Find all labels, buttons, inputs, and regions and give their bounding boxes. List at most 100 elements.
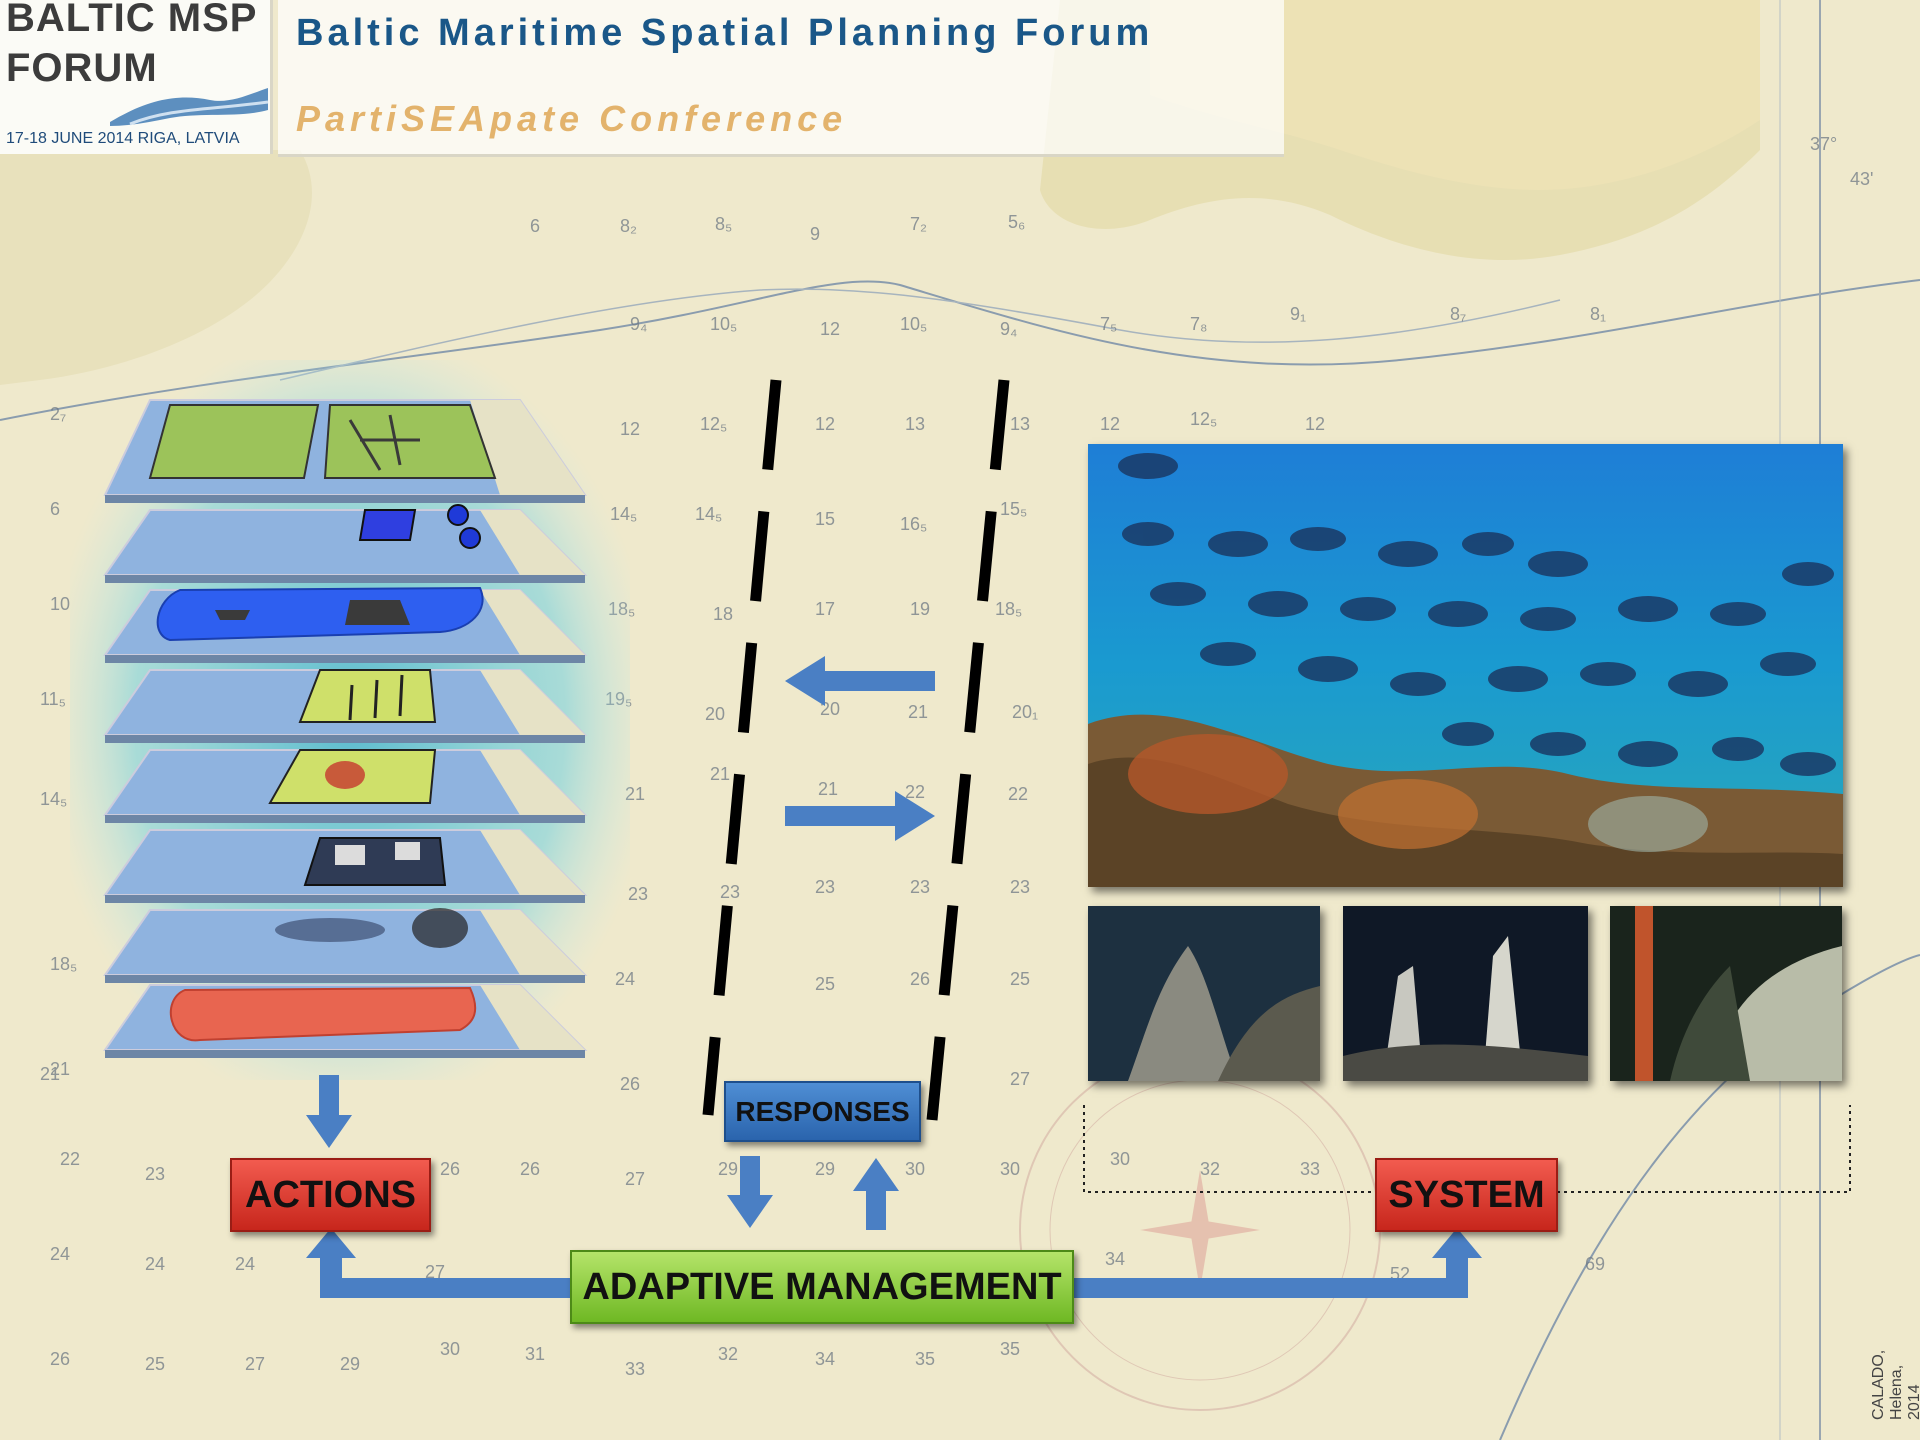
svg-text:35: 35	[915, 1349, 935, 1369]
svg-text:22: 22	[1008, 784, 1028, 804]
layer-planes	[103, 399, 588, 1058]
svg-text:27: 27	[1010, 1069, 1030, 1089]
svg-text:23: 23	[628, 884, 648, 904]
right-dashed-line	[926, 379, 1010, 1121]
forum-logo: BALTIC MSP FORUM 17-18 JUNE 2014 RIGA, L…	[0, 0, 273, 154]
svg-text:12₅: 12₅	[1190, 409, 1217, 429]
svg-text:12: 12	[1100, 414, 1120, 434]
svg-text:12: 12	[1305, 414, 1325, 434]
svg-text:26: 26	[620, 1074, 640, 1094]
svg-text:16₅: 16₅	[900, 514, 927, 534]
actions-box: ACTIONS	[230, 1158, 431, 1232]
svg-text:18: 18	[713, 604, 733, 624]
arrow-to-actions-icon	[306, 1228, 570, 1298]
svg-text:20: 20	[705, 704, 725, 724]
svg-text:43': 43'	[1850, 169, 1873, 189]
svg-text:33: 33	[625, 1359, 645, 1379]
svg-text:30: 30	[1110, 1149, 1130, 1169]
page-title: Baltic Maritime Spatial Planning Forum	[296, 12, 1154, 54]
layer-1	[103, 399, 587, 503]
svg-text:25: 25	[145, 1354, 165, 1374]
svg-text:21: 21	[50, 1059, 70, 1079]
svg-text:31: 31	[525, 1344, 545, 1364]
wave-logo-icon	[110, 88, 269, 126]
svg-text:24: 24	[145, 1254, 165, 1274]
layer-2	[103, 504, 588, 583]
svg-text:23: 23	[815, 877, 835, 897]
svg-text:30: 30	[440, 1339, 460, 1359]
svg-text:20: 20	[820, 699, 840, 719]
svg-text:23: 23	[910, 877, 930, 897]
svg-text:8₂: 8₂	[620, 216, 637, 236]
svg-text:8₁: 8₁	[1590, 304, 1606, 324]
svg-text:21: 21	[818, 779, 838, 799]
vent-photo-1	[1088, 906, 1320, 1081]
svg-text:35: 35	[1000, 1339, 1020, 1359]
svg-text:26: 26	[440, 1159, 460, 1179]
title-banner	[278, 0, 1284, 157]
layer-6	[103, 829, 588, 903]
svg-text:23: 23	[1010, 877, 1030, 897]
adaptive-management-box: ADAPTIVE MANAGEMENT	[570, 1250, 1074, 1324]
svg-text:30: 30	[1000, 1159, 1020, 1179]
svg-text:9: 9	[810, 224, 820, 244]
left-dashed-line	[702, 379, 782, 1116]
svg-text:25: 25	[1010, 969, 1030, 989]
svg-text:26: 26	[50, 1349, 70, 1369]
svg-text:9₁: 9₁	[1290, 304, 1306, 324]
svg-text:7₈: 7₈	[1190, 314, 1207, 334]
arrow-up-to-responses-icon	[853, 1158, 899, 1230]
svg-text:23: 23	[720, 882, 740, 902]
svg-text:5₆: 5₆	[1008, 212, 1025, 232]
svg-text:21: 21	[625, 784, 645, 804]
svg-text:7₅: 7₅	[1100, 314, 1117, 334]
svg-text:32: 32	[1200, 1159, 1220, 1179]
arrow-down-to-actions-icon	[306, 1075, 352, 1148]
svg-text:29: 29	[340, 1354, 360, 1374]
logo-date: 17-18 JUNE 2014 RIGA, LATVIA	[6, 130, 240, 147]
layer-3	[103, 586, 588, 663]
svg-text:6: 6	[530, 216, 540, 236]
layer-7	[103, 908, 588, 983]
arrow-left-icon	[785, 656, 935, 706]
responses-box: RESPONSES	[724, 1081, 921, 1142]
svg-text:10₅: 10₅	[710, 314, 737, 334]
arrow-to-system-icon	[1070, 1228, 1482, 1298]
svg-text:19: 19	[910, 599, 930, 619]
svg-text:9₄: 9₄	[630, 314, 647, 334]
svg-text:11₅: 11₅	[40, 689, 66, 709]
svg-text:22: 22	[905, 782, 925, 802]
layer-8	[103, 984, 588, 1058]
svg-text:22: 22	[60, 1149, 80, 1169]
svg-text:17: 17	[815, 599, 835, 619]
svg-text:20₁: 20₁	[1012, 702, 1038, 722]
svg-text:21: 21	[40, 1064, 60, 1084]
vent-photo-2	[1343, 906, 1588, 1081]
svg-text:2₇: 2₇	[50, 404, 66, 424]
system-bracket	[1083, 1105, 1851, 1193]
svg-text:23: 23	[145, 1164, 165, 1184]
logo-title-line1: BALTIC MSP	[6, 0, 258, 40]
svg-text:29: 29	[718, 1159, 738, 1179]
layer-5	[103, 749, 588, 823]
svg-text:13: 13	[1010, 414, 1030, 434]
svg-text:7₂: 7₂	[910, 214, 927, 234]
arrow-right-icon	[785, 791, 935, 841]
svg-text:12: 12	[815, 414, 835, 434]
vent-photo-3	[1610, 906, 1842, 1081]
svg-text:69: 69	[1585, 1254, 1605, 1274]
svg-text:27: 27	[245, 1354, 265, 1374]
svg-text:33: 33	[1300, 1159, 1320, 1179]
svg-text:18₅: 18₅	[995, 599, 1022, 619]
svg-text:21: 21	[908, 702, 928, 722]
svg-text:10: 10	[50, 594, 70, 614]
layer-4	[103, 669, 588, 743]
svg-text:21: 21	[710, 764, 730, 784]
svg-text:26: 26	[910, 969, 930, 989]
svg-text:12: 12	[820, 319, 840, 339]
svg-text:32: 32	[718, 1344, 738, 1364]
svg-text:34: 34	[1105, 1249, 1125, 1269]
svg-text:6: 6	[50, 499, 60, 519]
